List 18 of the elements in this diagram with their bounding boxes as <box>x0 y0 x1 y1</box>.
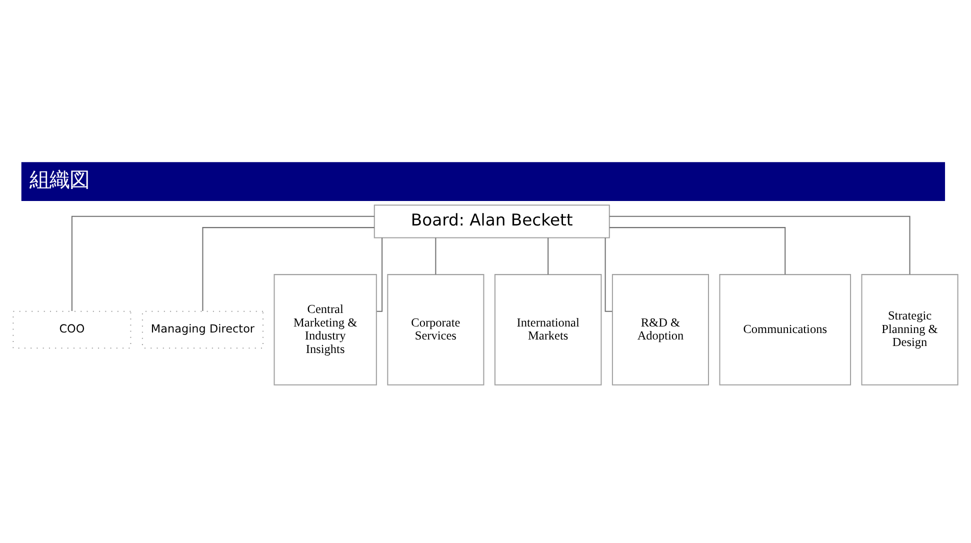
node-box: R&D & Adoption <box>612 274 709 386</box>
node-box: International Markets <box>494 274 602 386</box>
node-box: COO <box>12 310 132 349</box>
connector <box>202 227 374 311</box>
connector <box>376 238 383 312</box>
node-box: Managing Director <box>142 310 264 349</box>
connector <box>609 216 910 274</box>
node-box: Central Marketing & Industry Insights <box>274 274 377 386</box>
connector <box>604 238 612 312</box>
node-box: Board: Alan Beckett <box>374 204 610 238</box>
connector <box>609 227 786 274</box>
connector <box>435 238 436 275</box>
node-box: Corporate Services <box>387 274 484 386</box>
diagram-title: 組織図 <box>30 168 90 192</box>
connector <box>548 238 549 275</box>
connector <box>71 216 374 311</box>
node-box: Communications <box>719 274 852 386</box>
node-box: Strategic Planning & Design <box>861 274 958 386</box>
